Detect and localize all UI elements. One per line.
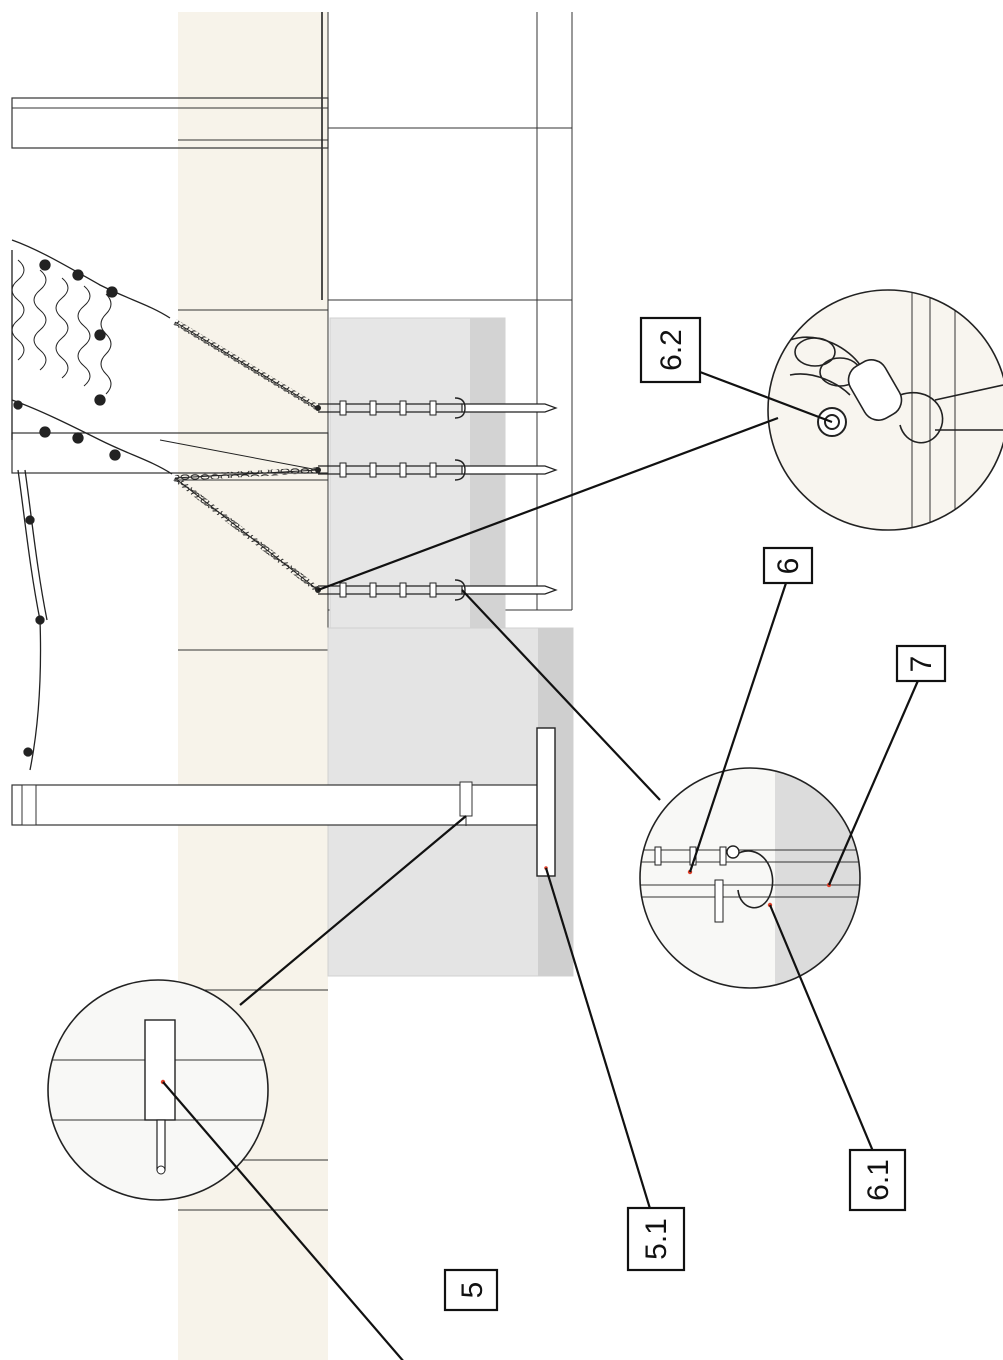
callout-6: 6: [762, 546, 814, 585]
svg-text:6.2: 6.2: [655, 329, 688, 371]
callout-6-1: 6.1: [848, 1148, 907, 1212]
gravel-strip-upper: [470, 318, 505, 663]
svg-text:6: 6: [772, 558, 805, 575]
detail-circle-6-2: [767, 289, 1003, 531]
svg-text:6.1: 6.1: [862, 1159, 895, 1201]
svg-text:5: 5: [456, 1282, 489, 1299]
climbing-net: [11, 239, 173, 771]
svg-text:7: 7: [905, 656, 938, 673]
callout-7: 7: [895, 644, 947, 683]
leader-lines: [162, 370, 922, 1360]
callout-5-1: 5.1: [626, 1206, 686, 1272]
tension-chains: [159, 319, 558, 601]
callout-5: 5: [443, 1268, 499, 1312]
base-plate: [536, 727, 556, 877]
detail-circle-5: [47, 979, 269, 1201]
svg-text:5.1: 5.1: [640, 1218, 673, 1260]
callout-6-2: 6.2: [639, 316, 702, 384]
